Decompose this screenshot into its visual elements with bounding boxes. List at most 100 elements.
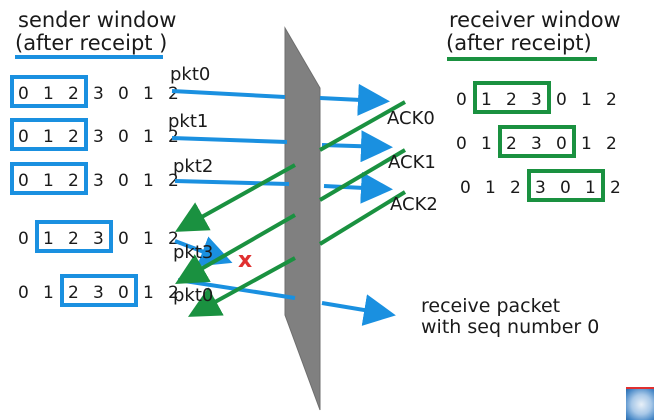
sender-seq-number: 2 [168,229,179,249]
receiver-seq-number: 0 [460,178,471,198]
pkt2-arrow-left [174,179,290,186]
sender-window-subtitle: (after receipt ) [15,31,168,55]
receiver-seq-number: 1 [585,178,596,198]
receiver-seq-number: 0 [456,134,467,154]
sender-seq-number: 0 [18,229,29,249]
receiver-seq-number: 0 [556,134,567,154]
receiver-seq-number: 1 [581,134,592,154]
receiver-window-subtitle: (after receipt) [446,31,592,55]
sender-seq-number: 1 [43,171,54,191]
receiver-seq-number: 2 [506,90,517,110]
ack-arrows [175,100,407,317]
sender-seq-number: 0 [18,283,29,303]
receiver-window-box [527,169,605,202]
ack0-arrow-left [175,163,296,232]
sender-window-box [10,162,88,195]
receiver-seq-number: 1 [481,134,492,154]
ack2-arrow-left [187,256,296,317]
receiver-seq-number: 2 [510,178,521,198]
ack0-label: ACK0 [387,108,435,129]
receiver-seq-number: 1 [581,90,592,110]
sender-seq-number: 0 [118,171,129,191]
sender-window-box [10,75,88,108]
sender-seq-number: 2 [68,229,79,249]
sender-seq-number: 1 [43,84,54,104]
sender-window-box [10,118,88,151]
receiver-seq-number: 2 [606,90,617,110]
sender-seq-number: 2 [68,127,79,147]
sender-seq-number: 2 [168,171,179,191]
sender-seq-number: 3 [93,127,104,147]
sender-seq-number: 1 [43,127,54,147]
pkt1-label: pkt1 [168,111,209,132]
sender-seq-number: 0 [18,84,29,104]
ack1-arrow-left [175,213,296,284]
sender-seq-number: 1 [43,229,54,249]
pkt3-label: pkt3 [173,242,214,263]
sender-window-box [35,220,113,253]
receiver-seq-number: 2 [506,134,517,154]
receiver-seq-number: 2 [606,134,617,154]
sender-seq-number: 0 [118,283,129,303]
sender-seq-number: 2 [68,283,79,303]
receiver-seq-number: 3 [531,134,542,154]
receiver-window-box [498,125,576,158]
receiver-seq-number: 3 [535,178,546,198]
receive-note-line1: receive packet [421,295,561,317]
sender-seq-number: 1 [43,283,54,303]
sender-seq-number: 1 [143,171,154,191]
pkt0-label: pkt0 [170,64,211,85]
ack0-arrow-right [319,100,406,152]
sender-seq-number: 2 [168,283,179,303]
sender-seq-number: 2 [68,84,79,104]
receiver-seq-number: 2 [610,178,621,198]
pkt0-retx-arrow-right [321,294,396,326]
pkt2-arrow-right [323,171,393,204]
sender-seq-number: 0 [118,229,129,249]
globe-logo-icon [626,387,654,420]
sender-seq-number: 0 [118,84,129,104]
sender-seq-number: 1 [143,127,154,147]
pkt0-retransmit-label: pkt0 [173,285,214,306]
receiver-seq-number: 0 [456,90,467,110]
receiver-seq-number: 1 [481,90,492,110]
sender-seq-number: 0 [118,127,129,147]
sender-seq-number: 3 [93,84,104,104]
receiver-seq-number: 1 [485,178,496,198]
sender-seq-number: 3 [93,171,104,191]
pkt0-arrow-right [319,83,390,116]
pkt3-arrow [174,236,233,267]
ack2-label: ACK2 [390,194,438,215]
sender-window-title: sender window [18,8,177,32]
pkt0-arrow-left [171,89,286,99]
sender-seq-number: 1 [143,229,154,249]
x-mark-icon: x [238,248,253,273]
sender-seq-number: 3 [93,283,104,303]
ack1-arrow-right [318,148,407,202]
receiver-window-box [473,81,551,114]
sender-window-box [60,274,138,307]
sender-seq-number: 2 [68,171,79,191]
receive-note-line2: with seq number 0 [421,316,600,338]
sender-seq-number: 1 [143,84,154,104]
sender-seq-number: 0 [18,171,29,191]
pkt2-label: pkt2 [173,156,214,177]
sender-seq-number: 3 [93,229,104,249]
receiver-seq-number: 0 [560,178,571,198]
sender-seq-number: 2 [168,84,179,104]
receiver-seq-number: 0 [556,90,567,110]
receiver-seq-number: 3 [531,90,542,110]
receiver-window-title: receiver window [449,8,621,32]
sender-seq-number: 1 [143,283,154,303]
pkt1-arrow-left [171,136,288,144]
sender-seq-number: 0 [18,127,29,147]
ack2-arrow-right [318,190,407,246]
